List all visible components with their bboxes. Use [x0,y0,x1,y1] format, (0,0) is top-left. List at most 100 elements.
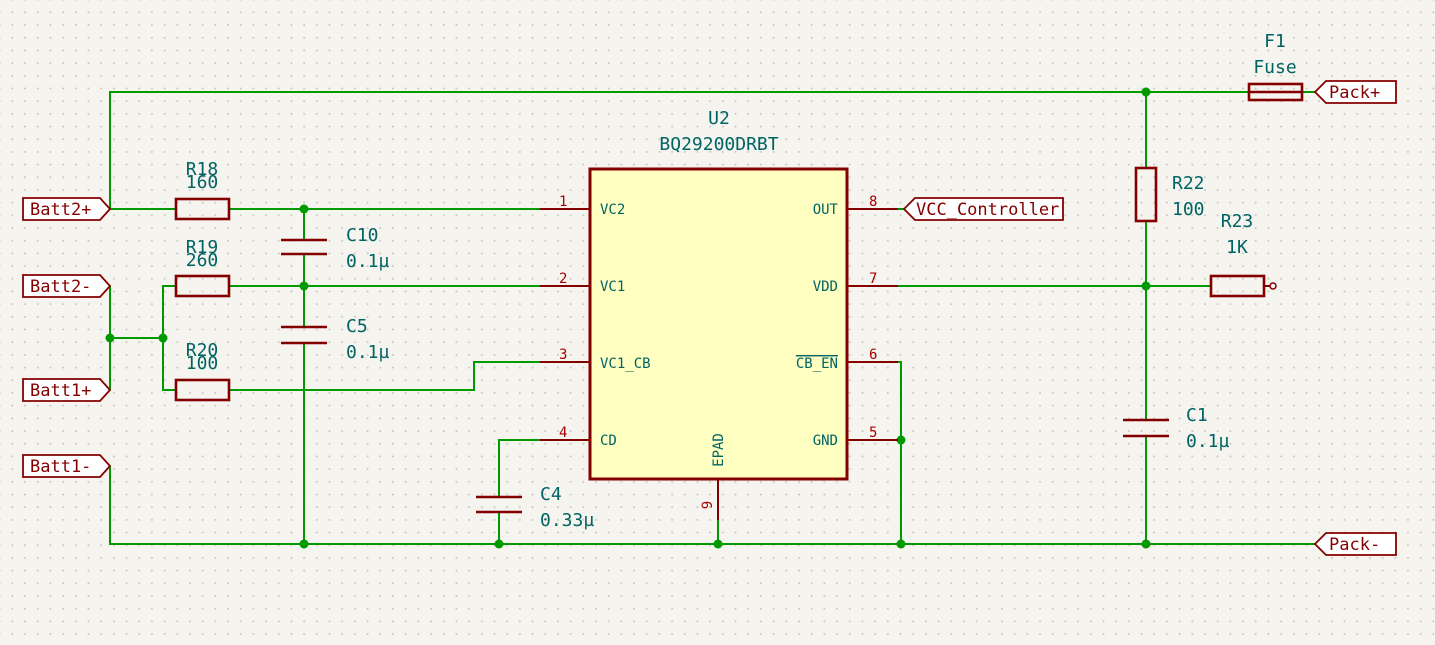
label-pack-neg[interactable]: Pack- [1313,532,1397,556]
ic-body[interactable] [588,167,849,481]
wire-bottom-rail[interactable] [109,466,1315,545]
label-text: VCC_Controller [916,200,1059,220]
junction-dot [299,204,309,214]
label-pack-pos[interactable]: Pack+ [1313,80,1397,104]
junction-dot [299,281,309,291]
capacitor-value: 0.1µ [346,342,390,363]
label-vcc-controller[interactable]: VCC_Controller [902,197,1064,221]
junction-dot [1141,539,1151,549]
pin-6-name: CB_EN [796,356,838,372]
resistor-body[interactable] [174,378,231,402]
resistor-value: 100 [186,353,219,374]
resistor-value: 260 [186,250,219,271]
junction-dot [105,333,115,343]
label-text: Batt1- [30,457,91,477]
label-text: Batt1+ [30,381,91,401]
resistor-r23[interactable]: R23 1K [1209,211,1277,298]
junction-dot [713,539,723,549]
pin-8-number: 8 [869,194,877,210]
label-shape[interactable] [1313,80,1397,104]
pin-8-name: OUT [813,202,839,218]
label-text: Pack- [1329,535,1380,555]
pin-7-name: VDD [813,279,838,295]
capacitor-c5[interactable]: C5 0.1µ [281,316,390,363]
label-shape[interactable] [22,274,112,298]
label-shape[interactable] [22,378,112,402]
ic-u2[interactable]: 1 2 3 4 8 7 6 5 9 VC2 VC1 VC1_CB CD OUT … [540,108,898,520]
label-batt2-neg[interactable]: Batt2- [22,274,112,298]
capacitor-reference: C10 [346,225,379,246]
wires [109,91,1315,545]
wire-r20-to-vc1cb[interactable] [229,361,540,391]
label-shape[interactable] [1313,532,1397,556]
resistor-reference: R18 [186,159,219,180]
wire-node-to-r19[interactable] [162,285,176,338]
capacitor-c4[interactable]: C4 0.33µ [476,484,594,531]
junctions [105,87,1151,549]
pin-9-number: 9 [700,501,716,509]
label-shape[interactable] [22,197,112,221]
junction-dot [1141,87,1151,97]
pin-3-name: VC1_CB [600,356,651,372]
junction-dot [896,435,906,445]
wire-node-to-r20[interactable] [162,338,176,391]
pin-5-number: 5 [869,425,877,441]
resistor-reference: R20 [186,340,219,361]
fuse-value: Fuse [1253,57,1296,78]
label-text: Batt2- [30,277,91,297]
junction-dot [896,539,906,549]
no-connect-terminal-icon[interactable] [1269,282,1277,290]
pin-2-number: 2 [559,271,567,287]
resistor-body[interactable] [1209,274,1266,298]
resistor-reference: R23 [1221,211,1254,232]
resistor-value: 160 [186,172,219,193]
label-shape[interactable] [902,197,1064,221]
resistor-r19[interactable]: R19 260 [174,237,231,298]
fuse-f1[interactable]: F1 Fuse [1247,31,1304,102]
pin-9-name: EPAD [711,433,727,467]
resistor-body[interactable] [174,274,231,298]
pin-1-name: VC2 [600,202,625,218]
resistor-value: 1K [1226,237,1248,258]
fuse-reference: F1 [1264,31,1286,52]
pin-2-name: VC1 [600,279,625,295]
pin-7-number: 7 [869,271,877,287]
capacitor-reference: C1 [1186,405,1208,426]
label-batt2-pos[interactable]: Batt2+ [22,197,112,221]
ic-reference: U2 [708,108,730,129]
capacitor-value: 0.33µ [540,510,594,531]
wire-cd[interactable] [498,439,540,497]
resistor-r22[interactable]: R22 100 [1134,166,1205,223]
label-batt1-neg[interactable]: Batt1- [22,454,112,478]
capacitor-c1[interactable]: C1 0.1µ [1123,405,1230,452]
pin-1-number: 1 [559,194,567,210]
capacitor-value: 0.1µ [1186,431,1230,452]
resistor-r18[interactable]: R18 160 [174,159,231,221]
capacitor-reference: C5 [346,316,368,337]
label-batt1-pos[interactable]: Batt1+ [22,378,112,402]
pin-6-number: 6 [869,347,877,363]
wire-top-rail[interactable] [109,91,1249,209]
label-text: Pack+ [1329,83,1380,103]
junction-dot [158,333,168,343]
junction-dot [1141,281,1151,291]
label-shape[interactable] [22,454,112,478]
resistor-r20[interactable]: R20 100 [174,340,231,402]
resistor-body[interactable] [1134,166,1158,223]
ic-value: BQ29200DRBT [659,134,778,155]
pin-4-number: 4 [559,425,567,441]
capacitor-value: 0.1µ [346,251,390,272]
pin-3-number: 3 [559,347,567,363]
junction-dot [299,539,309,549]
junction-dot [494,539,504,549]
capacitor-reference: C4 [540,484,562,505]
resistor-reference: R22 [1172,173,1205,194]
capacitor-c10[interactable]: C10 0.1µ [281,225,390,272]
resistor-reference: R19 [186,237,219,258]
wire-cben[interactable] [898,361,902,544]
resistor-body[interactable] [174,197,231,221]
resistor-value: 100 [1172,199,1205,220]
pin-5-name: GND [813,433,838,449]
pin-4-name: CD [600,433,617,449]
